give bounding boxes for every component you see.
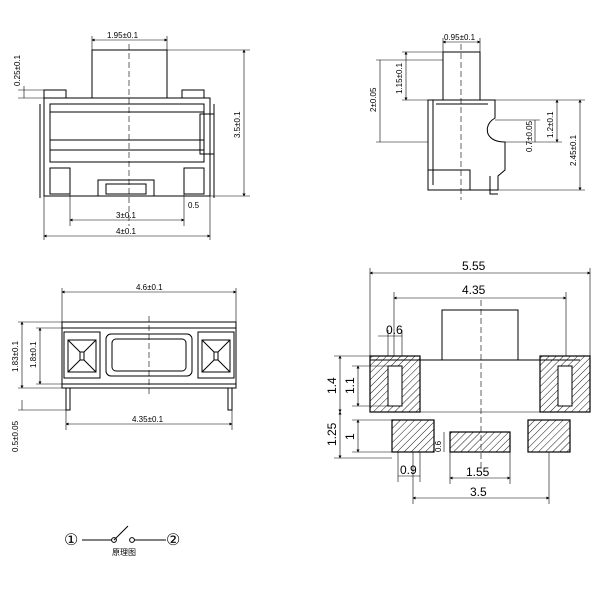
dim-hole-width: 0.6 bbox=[386, 323, 403, 337]
dim-body-width: 4±0.1 bbox=[116, 227, 137, 236]
dim-plunger-height-side: 1.15±0.1 bbox=[395, 62, 404, 94]
dim-pad-gap: 0.6 bbox=[434, 440, 443, 452]
dim-slot-upper: 0.7±0.05 bbox=[525, 120, 534, 152]
terminal-2-label: ② bbox=[166, 532, 180, 549]
dim-overall-height-side: 2.45±0.1 bbox=[569, 134, 578, 166]
dim-total-side: 2±0.05 bbox=[369, 87, 378, 112]
dim-inner-width: 4.35 bbox=[462, 283, 486, 297]
dim-top-offset: 0.25±0.1 bbox=[13, 54, 22, 86]
dim-center-pad: 1.55 bbox=[466, 465, 490, 479]
dim-lead: 0.5±0.05 bbox=[11, 420, 20, 452]
dim-total-width: 5.55 bbox=[462, 259, 486, 273]
dim-top-height-inner: 1.8±0.1 bbox=[29, 341, 38, 368]
front-view: 1.95±0.1 0.25±0.1 3.5±0.1 3±0.1 0.5 4±0.… bbox=[13, 31, 250, 240]
dim-plunger-width: 1.95±0.1 bbox=[107, 31, 139, 40]
terminal-1-label: ① bbox=[64, 532, 78, 549]
dim-pad-height-1: 1.25 bbox=[325, 422, 339, 446]
dim-plunger-width-side: 0.95±0.1 bbox=[444, 33, 476, 42]
dim-pad-width: 0.9 bbox=[400, 463, 417, 477]
dim-pad-span: 3±0.1 bbox=[116, 211, 137, 220]
dim-height: 3.5±0.1 bbox=[233, 111, 242, 138]
schematic-caption: 原理图 bbox=[112, 548, 136, 557]
dim-top-width: 4.6±0.1 bbox=[136, 283, 163, 292]
dim-slot-lower: 1.2±0.1 bbox=[546, 111, 555, 138]
dim-height-1: 1.4 bbox=[325, 377, 339, 394]
pcb-layout-view: 5.55 4.35 0.6 1.4 1.1 1.25 1 0.6 0.9 1.5 bbox=[325, 259, 591, 504]
side-view: 0.95±0.1 2±0.05 1.15±0.1 0.7±0.05 1.2±0.… bbox=[369, 33, 585, 200]
dim-small: 0.5 bbox=[188, 201, 200, 210]
dim-pad-height-2: 1 bbox=[343, 433, 357, 440]
dim-pad-span: 3.5 bbox=[470, 485, 487, 499]
switch-contact bbox=[113, 525, 129, 541]
top-view: 4.6±0.1 1.83±0.1 1.8±0.1 0.5±0.05 4.35±0… bbox=[11, 283, 237, 452]
schematic: ① ② 原理图 bbox=[64, 525, 180, 557]
dim-lead-span: 4.35±0.1 bbox=[132, 415, 164, 424]
dim-top-height-outer: 1.83±0.1 bbox=[11, 340, 20, 372]
dim-height-2: 1.1 bbox=[343, 377, 357, 394]
